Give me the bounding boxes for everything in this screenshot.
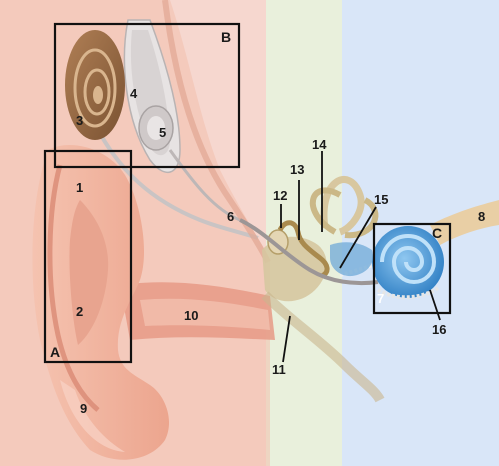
label-1: 1 <box>76 180 83 195</box>
label-2: 2 <box>76 304 83 319</box>
label-3: 3 <box>76 113 83 128</box>
box-letter-b: B <box>221 29 231 45</box>
label-8: 8 <box>478 209 485 224</box>
label-14: 14 <box>312 137 327 152</box>
label-7: 7 <box>377 291 384 306</box>
label-16: 16 <box>432 322 446 337</box>
label-12: 12 <box>273 188 287 203</box>
label-9: 9 <box>80 401 87 416</box>
box-letter-c: C <box>432 225 442 241</box>
box-letter-a: A <box>50 344 60 360</box>
label-15: 15 <box>374 192 388 207</box>
label-13: 13 <box>290 162 304 177</box>
label-5: 5 <box>159 125 166 140</box>
coil-ring-3 <box>93 86 103 104</box>
label-4: 4 <box>130 86 138 101</box>
label-10: 10 <box>184 308 198 323</box>
label-11: 11 <box>272 362 286 377</box>
label-6: 6 <box>227 209 234 224</box>
